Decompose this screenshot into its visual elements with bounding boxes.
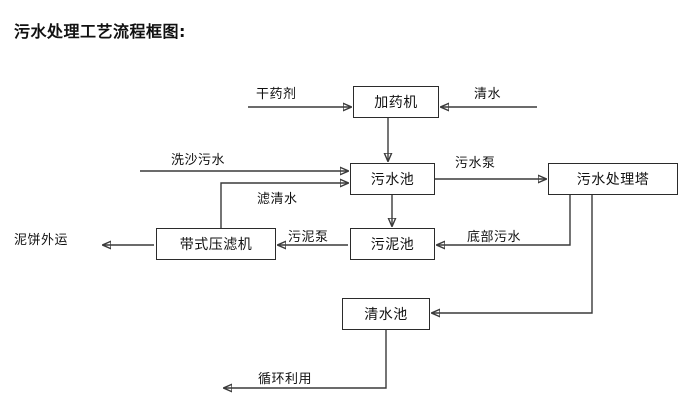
node-sewage-pool[interactable]: 污水池 [350, 163, 435, 195]
edge-label-filtrate: 滤清水 [257, 192, 298, 207]
edge-label-dry-chemical: 干药剂 [256, 87, 297, 102]
edge-label-sand-wash: 洗沙污水 [171, 153, 226, 168]
edge-label-sewage-pump: 污水泵 [455, 156, 496, 171]
edge-label-bottom-sewage: 底部污水 [467, 230, 522, 245]
wire-tower-to-clear-pool [432, 195, 593, 313]
node-sludge-pool[interactable]: 污泥池 [350, 228, 435, 260]
node-dosing-machine[interactable]: 加药机 [353, 86, 439, 118]
edge-label-recycle: 循环利用 [258, 372, 313, 387]
edge-label-sludge-pump: 污泥泵 [288, 230, 329, 245]
node-clear-water-pool[interactable]: 清水池 [342, 298, 430, 330]
node-belt-filter-press[interactable]: 带式压滤机 [156, 228, 276, 260]
edge-label-clean-water-in: 清水 [474, 87, 502, 102]
page-title: 污水处理工艺流程框图: [14, 22, 186, 41]
edge-label-mud-cake-out: 泥饼外运 [14, 233, 69, 248]
node-treatment-tower[interactable]: 污水处理塔 [548, 163, 678, 195]
